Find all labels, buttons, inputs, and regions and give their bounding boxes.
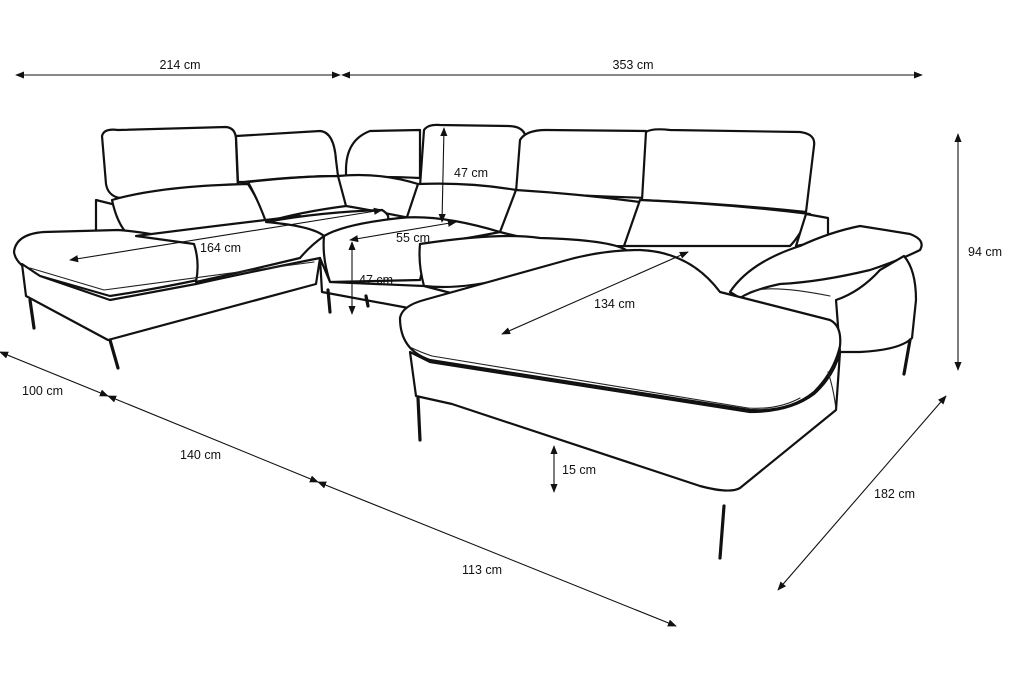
middle-headrest-2 bbox=[514, 128, 652, 200]
leg bbox=[28, 298, 36, 330]
right-chaise-base bbox=[408, 350, 842, 492]
right-armrest bbox=[728, 224, 923, 300]
leg bbox=[902, 338, 912, 376]
leg bbox=[718, 504, 726, 560]
dim-headrest-height bbox=[438, 127, 448, 223]
dim-left-chaise-length bbox=[69, 207, 383, 263]
left-base bbox=[20, 256, 322, 342]
leg bbox=[364, 294, 370, 308]
label-right-chaise-length: 134 cm bbox=[594, 297, 635, 311]
middle-headrest-1 bbox=[418, 123, 528, 192]
label-front-right: 113 cm bbox=[462, 563, 502, 577]
dim-right-depth bbox=[777, 395, 947, 591]
right-back-cushion bbox=[622, 198, 812, 248]
label-left-depth: 100 cm bbox=[22, 384, 63, 398]
corner-headrest bbox=[344, 128, 422, 180]
leg bbox=[108, 338, 120, 370]
label-right-width: 353 cm bbox=[613, 58, 654, 72]
armrest-seam bbox=[749, 288, 831, 297]
label-seat-height: 47 cm bbox=[359, 273, 393, 287]
label-total-height: 94 cm bbox=[968, 245, 1002, 259]
left-headrest-2 bbox=[234, 129, 340, 184]
dimension-lines bbox=[0, 71, 962, 627]
dim-left-depth bbox=[0, 351, 109, 397]
label-leg-height: 15 cm bbox=[562, 463, 596, 477]
dim-front-middle bbox=[107, 395, 319, 483]
label-seat-depth: 55 cm bbox=[396, 231, 430, 245]
dim-seat-depth bbox=[349, 219, 457, 243]
leg bbox=[326, 288, 332, 314]
label-left-width: 214 cm bbox=[160, 58, 201, 72]
label-left-chaise-length: 164 cm bbox=[200, 241, 241, 255]
dim-front-right bbox=[317, 481, 677, 627]
dim-right-chaise-length bbox=[501, 251, 689, 335]
label-front-middle: 140 cm bbox=[180, 448, 221, 462]
right-headrest bbox=[640, 128, 816, 214]
left-base-seam bbox=[29, 261, 315, 291]
sofa-illustration bbox=[12, 123, 923, 560]
label-right-depth: 182 cm bbox=[874, 487, 915, 501]
leg bbox=[416, 396, 422, 442]
label-headrest-height: 47 cm bbox=[454, 166, 488, 180]
right-armrest-side bbox=[834, 254, 918, 354]
dimension-labels: 214 cm 353 cm 94 cm 47 cm 164 cm 55 cm 4… bbox=[22, 58, 1002, 577]
